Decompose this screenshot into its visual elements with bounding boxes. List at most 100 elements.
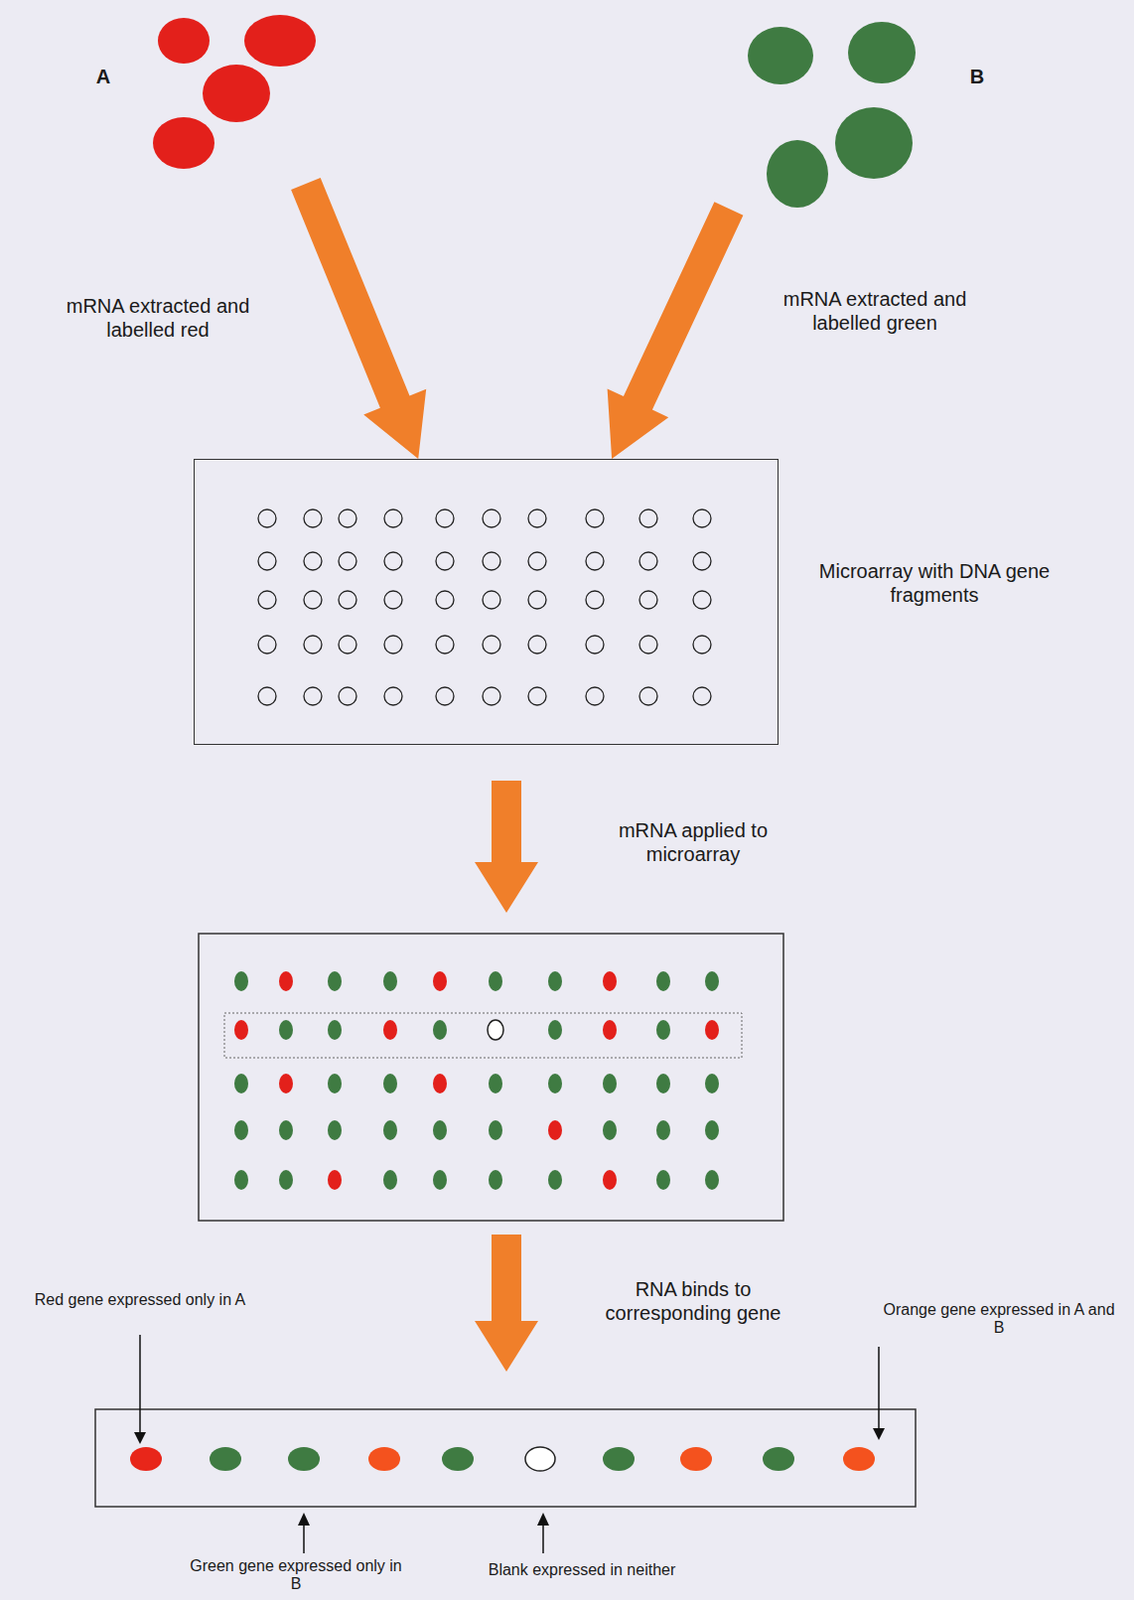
spot (602, 1120, 617, 1140)
probe-spot (693, 590, 711, 609)
leader-line (542, 1523, 545, 1554)
probe-spot (303, 590, 322, 609)
spot (327, 1169, 342, 1190)
probe-spot (528, 509, 547, 528)
green-cells (747, 21, 916, 208)
probe-spot (482, 509, 501, 528)
step-label: RNA binds to corresponding gene (588, 1276, 798, 1325)
spot (327, 1019, 342, 1040)
probe-spot (693, 552, 711, 570)
spot (279, 1169, 293, 1190)
blank-spot (487, 1019, 504, 1040)
spot (234, 1120, 249, 1140)
probe-spot (435, 590, 454, 609)
probe-spot (384, 590, 403, 609)
spot (279, 1019, 293, 1040)
probe-spot (303, 635, 322, 654)
down-arrow (474, 780, 539, 913)
arrowhead (872, 1427, 885, 1440)
probe-spot (338, 590, 357, 609)
cell (152, 117, 215, 169)
probe-spot (482, 635, 501, 654)
cell (747, 26, 814, 85)
callout-label: Green gene expressed only in B (188, 1557, 404, 1594)
spot (602, 1019, 617, 1040)
probe-spot (258, 590, 277, 609)
probe-spot (639, 687, 658, 706)
probe-spot (338, 635, 357, 654)
spot (432, 971, 447, 992)
spot (762, 1446, 795, 1471)
step-label: mRNA extracted and labelled red (53, 293, 263, 342)
spot (488, 1169, 503, 1190)
microarray-box: Microarray with DNA gene fragments (193, 458, 779, 745)
spot (234, 1019, 249, 1040)
spot (705, 1019, 719, 1040)
probe-spot (303, 687, 322, 706)
probe-spot (639, 590, 658, 609)
callout-label: Orange gene expressed in A and B (879, 1300, 1119, 1338)
spot (327, 1120, 342, 1140)
probe-spot (585, 635, 604, 654)
spot (279, 971, 293, 992)
spot (279, 1073, 293, 1094)
spot (327, 971, 342, 992)
part-label: Microarray with DNA gene fragments (810, 559, 1059, 607)
probe-spot (338, 552, 357, 570)
probe-spot (528, 552, 547, 570)
spot (432, 1019, 447, 1040)
probe-spot (435, 687, 454, 706)
flow-arrow (290, 177, 426, 459)
probe-spot (639, 635, 658, 654)
probe-spot (585, 687, 604, 706)
probe-spot (258, 509, 277, 528)
spot (327, 1073, 342, 1094)
spot (432, 1120, 447, 1140)
spot (602, 1169, 617, 1190)
probe-spot (585, 590, 604, 609)
cell (202, 64, 271, 123)
hybridized-array (198, 933, 784, 1221)
probe-spot (435, 509, 454, 528)
cell (848, 21, 916, 84)
leader-arrows (134, 1334, 885, 1554)
probe-spot (693, 509, 711, 528)
spot-row (130, 1446, 875, 1471)
probe-spot (384, 635, 403, 654)
leader-line (302, 1523, 305, 1554)
spot (602, 1073, 617, 1094)
leader-line (139, 1334, 142, 1434)
spot (383, 1073, 398, 1094)
spot (383, 1169, 398, 1190)
probe-spot (482, 687, 501, 706)
probe-spot (693, 687, 711, 706)
spot (488, 1120, 503, 1140)
probe-spot (482, 590, 501, 609)
probe-spot (303, 552, 322, 570)
spot (548, 1073, 563, 1094)
down-arrow (474, 1234, 539, 1372)
spot (432, 1169, 447, 1190)
spot (432, 1073, 447, 1094)
arrowhead (297, 1512, 310, 1526)
spot (705, 1120, 719, 1140)
row-strip (95, 1409, 916, 1507)
spot (548, 1169, 563, 1190)
spot (488, 971, 503, 992)
spot (548, 1120, 563, 1140)
spot (656, 1019, 671, 1040)
sample-letter: A (93, 64, 114, 89)
probe-spot (384, 552, 403, 570)
cell (157, 17, 210, 64)
probe-spot (258, 635, 277, 654)
sample-letter: B (967, 64, 988, 89)
probe-grid (193, 458, 779, 745)
spot (234, 971, 249, 992)
spot-grid (234, 971, 719, 1190)
probe-spot (435, 635, 454, 654)
spot (656, 1120, 671, 1140)
spot (602, 1446, 635, 1471)
probe-spot (258, 687, 277, 706)
spot (287, 1446, 320, 1471)
